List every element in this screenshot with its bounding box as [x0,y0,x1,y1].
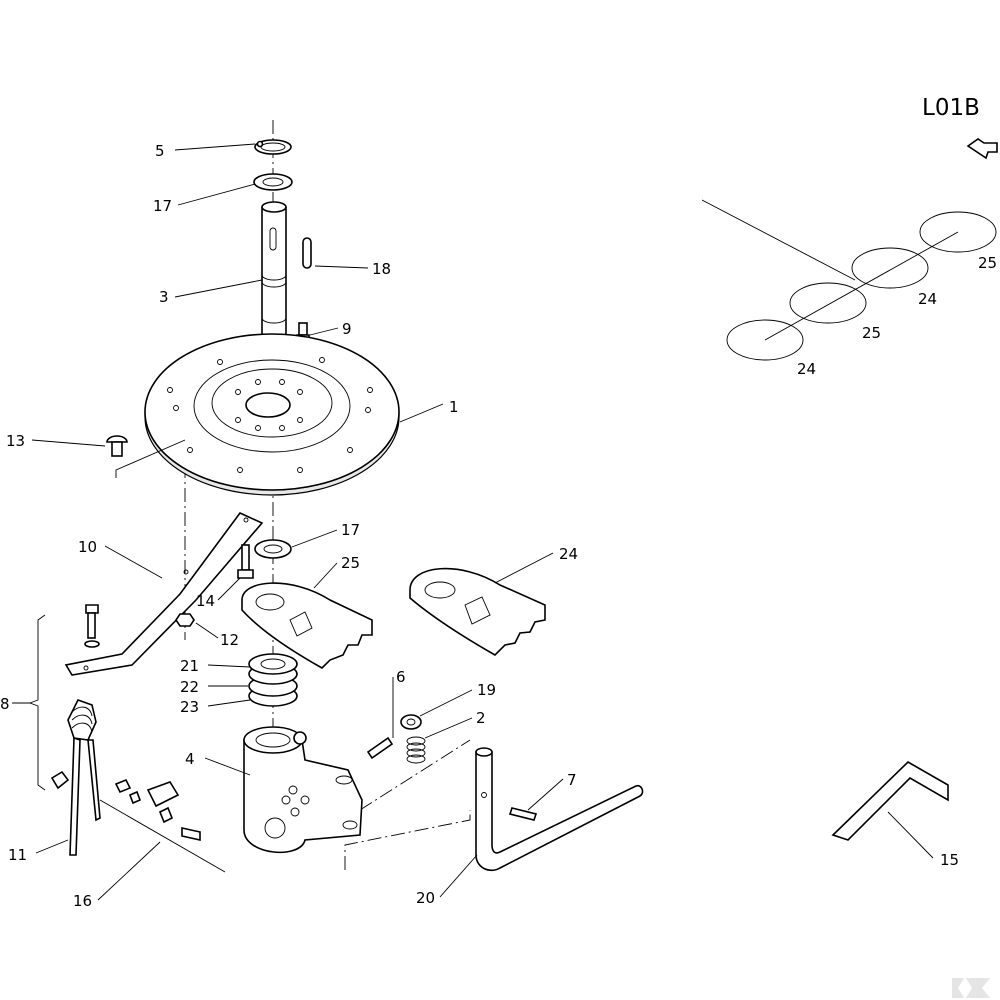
callout-6: 6 [396,668,406,686]
callout-14: 14 [196,592,215,610]
part-18-key [302,237,312,269]
brand-logo-icon [952,978,990,998]
part-5-circlip [254,139,292,155]
callout-9: 9 [342,320,352,338]
part-20-lever [475,747,644,872]
part-21-22-23-spacers [248,653,298,707]
part-19-washer [400,714,422,730]
part-12-nut [175,613,195,627]
part-14-bolt [237,544,254,579]
callout-22: 22 [180,678,199,696]
callout-8: 8 [0,695,10,713]
callout-17-top: 17 [153,197,172,215]
callout-23: 23 [180,698,199,716]
part-7-pin [508,807,538,821]
part-1-disc [115,333,400,496]
callout-18: 18 [372,260,391,278]
callout-16: 16 [73,892,92,910]
part-25-plate [241,582,373,669]
callout-15: 15 [940,851,959,869]
callout-4: 4 [185,750,195,768]
callout-17-lower: 17 [341,521,360,539]
part-10-arm [64,512,264,676]
callout-25-arrangement-right: 25 [978,254,997,272]
part-17-washer-top [253,173,293,191]
callout-24-arrangement-right: 24 [918,290,937,308]
callout-12: 12 [220,631,239,649]
part-8-bolt [84,604,100,648]
leader-lines [12,143,934,901]
drawing-code: L01B [922,95,980,121]
callout-7: 7 [567,771,577,789]
axis-line-spring [359,739,471,811]
part-15-bent-key [831,761,949,841]
part-8-bracket [28,614,46,791]
arrangement-diagram [701,199,997,361]
part-13-carriage-bolt [106,435,128,457]
callout-13: 13 [6,432,25,450]
callout-10: 10 [78,538,97,556]
part-16-clamp [99,778,226,873]
callout-5: 5 [155,142,165,160]
direction-arrow-icon [966,138,998,160]
callout-25-plate: 25 [341,554,360,572]
callout-3: 3 [159,288,169,306]
part-17-washer-lower [254,539,292,559]
callout-19: 19 [477,681,496,699]
part-11-tine [50,699,101,856]
callout-1: 1 [449,398,459,416]
callout-11: 11 [8,846,27,864]
callout-21: 21 [180,657,199,675]
part-3-shaft [261,201,287,339]
callout-25-arrangement-left: 25 [862,324,881,342]
callout-24-plate: 24 [559,545,578,563]
part-6-pin [366,736,394,760]
axis-line-lever [344,810,471,870]
part-24-plate [409,567,546,656]
callout-20: 20 [416,889,435,907]
callout-24-arrangement-left: 24 [797,360,816,378]
callout-2: 2 [476,709,486,727]
part-4-pivot-housing [243,726,363,854]
part-2-spring [406,736,426,764]
